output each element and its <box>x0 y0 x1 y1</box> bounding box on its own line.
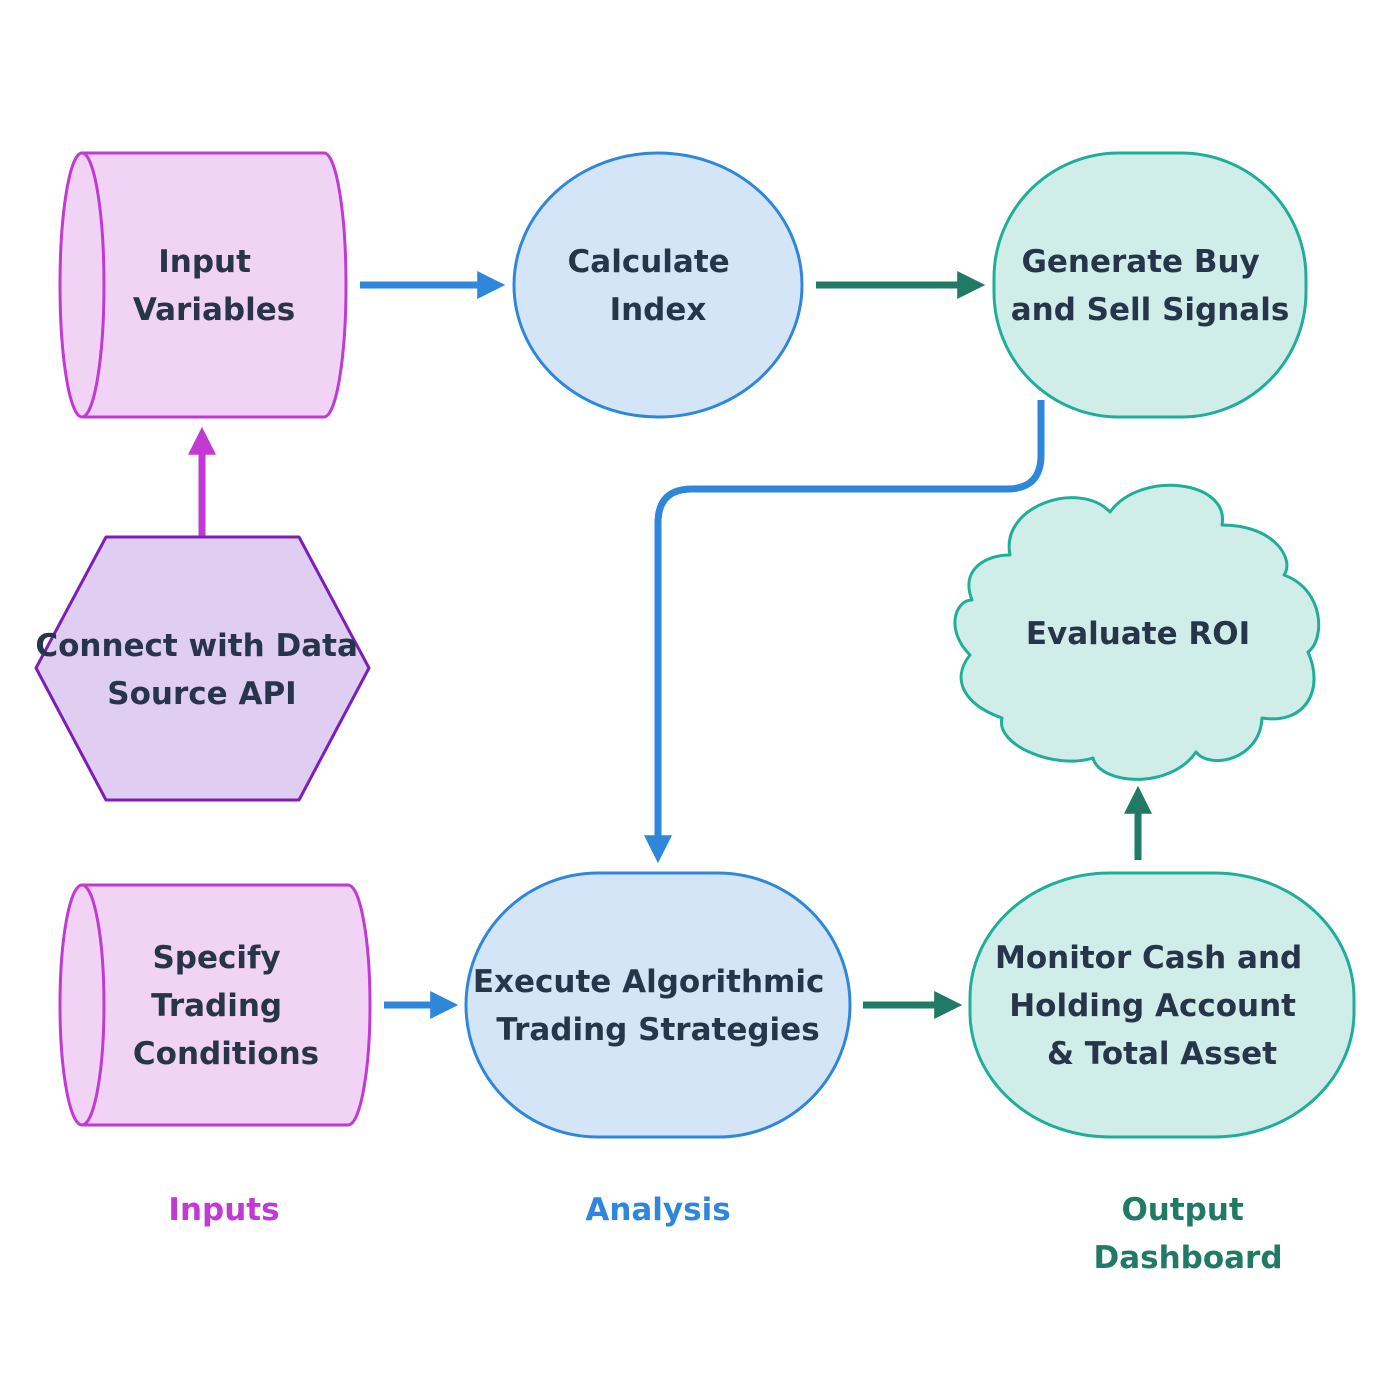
svg-text:Connect with Data Source: Connect with Data Source API <box>35 628 368 712</box>
svg-text:Analysis: Analysis <box>585 1192 730 1228</box>
execute-strategies-node: Execute Algorithmic Trading Strategies <box>464 871 852 1139</box>
svg-text:Monitor Cash and Holding: Monitor Cash and Holding Account & Total… <box>995 940 1313 1072</box>
monitor-cash-shape <box>968 871 1356 1139</box>
monitor-cash-line-3: & Total Asset <box>1047 1036 1277 1072</box>
trading-conditions-cylinder <box>58 883 372 1127</box>
evaluate-roi-node: Evaluate ROI <box>953 483 1321 781</box>
trading-conditions-cylinder-rim <box>81 883 106 1127</box>
calculate-index-ellipse <box>512 151 804 419</box>
input-variables-cylinder-rim <box>81 151 106 419</box>
svg-text:Generate Buy and Sell Si: Generate Buy and Sell Signals <box>1011 244 1290 328</box>
execute-strategies-line-2: Trading Strategies <box>496 1012 819 1048</box>
calculate-index-line-1: Calculate <box>568 244 730 280</box>
trading-conditions-line-3: Conditions <box>133 1036 319 1072</box>
execute-strategies-line-1: Execute Algorithmic <box>473 964 825 1000</box>
monitor-cash-line-1: Monitor Cash and <box>995 940 1302 976</box>
input-variables-cylinder <box>58 151 348 419</box>
column-label-analysis: Analysis <box>585 1192 730 1228</box>
generate-signals-node: Generate Buy and Sell Signals <box>992 151 1308 419</box>
svg-text:Input Variables: Input Variables <box>133 244 295 328</box>
svg-text:Output Dashboard: Output Dashboard <box>1093 1192 1282 1276</box>
arrow-generate-to-execute <box>644 400 1045 864</box>
connect-api-line-1: Connect with Data <box>35 628 358 664</box>
column-label-output-line-1: Output <box>1121 1192 1244 1228</box>
svg-text:Specify Trading Co: Specify Trading Conditions <box>133 940 319 1072</box>
generate-signals-line-2: and Sell Signals <box>1011 292 1290 328</box>
input-variables-node: Input Variables <box>58 151 348 419</box>
svg-text:Inputs: Inputs <box>168 1192 279 1228</box>
execute-strategies-shape <box>464 871 852 1139</box>
calculate-index-line-2: Index <box>610 292 707 328</box>
monitor-cash-node: Monitor Cash and Holding Account & Total… <box>968 871 1356 1139</box>
input-variables-line-1: Input <box>158 244 251 280</box>
column-label-output-line-2: Dashboard <box>1093 1240 1282 1276</box>
connectors <box>188 271 1152 1019</box>
column-label-inputs: Inputs <box>168 1192 279 1228</box>
generate-signals-shape <box>992 151 1308 419</box>
evaluate-roi-line-1: Evaluate ROI <box>1026 616 1250 652</box>
trading-conditions-line-2: Trading <box>151 988 282 1024</box>
svg-text:Execute Algorithmic Trad: Execute Algorithmic Trading Strategies <box>473 964 835 1048</box>
calculate-index-node: Calculate Index <box>512 151 804 419</box>
generate-signals-line-1: Generate Buy <box>1021 244 1259 280</box>
trading-conditions-line-1: Specify <box>152 940 280 976</box>
monitor-cash-line-2: Holding Account <box>1009 988 1296 1024</box>
connect-api-line-2: Source API <box>107 676 296 712</box>
connect-api-hexagon <box>34 535 371 802</box>
trading-conditions-node: Specify Trading Conditions <box>58 883 372 1127</box>
input-variables-line-2: Variables <box>133 292 295 328</box>
evaluate-roi-cloud <box>953 483 1321 781</box>
connect-api-node: Connect with Data Source API <box>34 535 371 802</box>
svg-text:Calculate Index: Calculate Index <box>568 244 741 328</box>
svg-text:Evaluate ROI: Evaluate ROI <box>1026 616 1250 652</box>
